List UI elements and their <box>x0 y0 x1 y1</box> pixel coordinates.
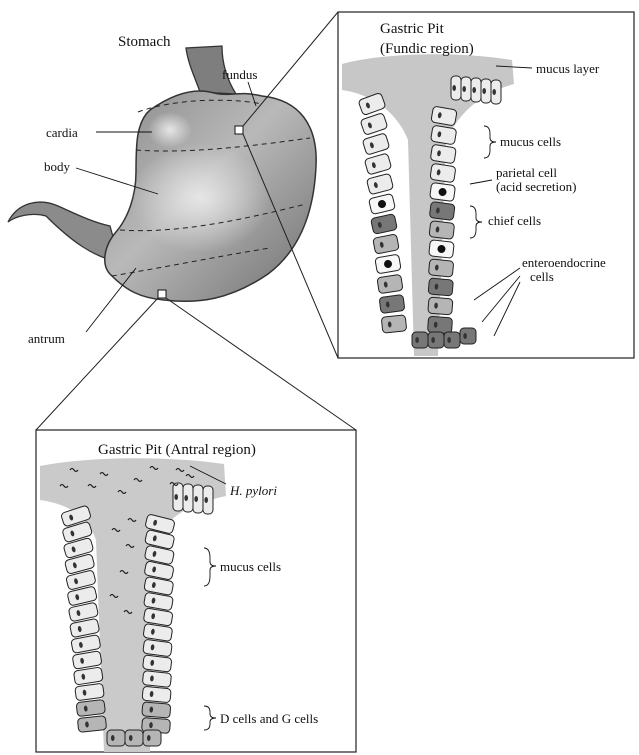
fundic-title-line1: Gastric Pit <box>380 20 444 38</box>
gastric-cell <box>430 144 456 164</box>
mucus-cell <box>203 486 213 514</box>
cardia-label: cardia <box>46 126 78 140</box>
gastric-cell <box>142 655 172 672</box>
gastric-cell <box>379 295 405 314</box>
enteroendocrine-cell <box>460 328 476 344</box>
parietal-cell <box>375 254 401 274</box>
mucus-cell <box>461 77 471 101</box>
mucus-cell <box>183 484 193 512</box>
antral-mucus-cells-label: mucus cells <box>220 560 281 574</box>
gastric-cell <box>381 315 407 333</box>
parietal-cell-label-line2: (acid secretion) <box>496 180 576 194</box>
fundic-sample-marker <box>235 126 243 134</box>
gastric-cell <box>427 316 452 334</box>
antrum-label: antrum <box>28 332 65 346</box>
gastric-cell <box>142 671 171 688</box>
antral-sample-marker <box>158 290 166 298</box>
enteroendocrine-cell <box>428 332 444 348</box>
body-label: body <box>44 160 70 174</box>
gastric-cell <box>428 278 453 296</box>
gastric-cell <box>77 716 106 733</box>
gastric-cell <box>377 274 403 293</box>
gastric-cell <box>142 702 171 718</box>
chief-cells-label: chief cells <box>488 214 541 228</box>
mucus-cell <box>193 485 203 513</box>
enteroendocrine-label-line1: enteroendocrine <box>522 256 606 270</box>
parietal-cell <box>430 182 456 201</box>
gastric-cell <box>76 699 105 716</box>
fundus-label: fundus <box>222 68 257 82</box>
g-cell <box>107 730 125 746</box>
h-pylori-label: H. pylori <box>230 484 277 498</box>
enteroendocrine-label-line2: cells <box>530 270 554 284</box>
enteroendocrine-cell <box>412 332 428 348</box>
fundic-mucus-cells-label: mucus cells <box>500 135 561 149</box>
parietal-cell-label-line1: parietal cell <box>496 166 557 180</box>
gastric-cell <box>429 221 455 240</box>
enteroendocrine-cell <box>444 332 460 348</box>
gastric-cell <box>142 686 171 703</box>
parietal-cell <box>429 240 455 258</box>
gastric-cell <box>430 125 456 145</box>
gastric-cell <box>429 202 455 221</box>
dg-cells-label: D cells and G cells <box>220 712 318 726</box>
mucus-cell <box>491 80 501 104</box>
mucus-cell <box>481 79 491 103</box>
mucus-cell <box>471 78 481 102</box>
gastric-cell <box>428 259 453 277</box>
antral-title: Gastric Pit (Antral region) <box>98 441 256 459</box>
gastric-cell <box>430 163 456 182</box>
fundic-title-line2: (Fundic region) <box>380 40 474 58</box>
gastric-cell <box>431 106 457 126</box>
mucus-cell <box>451 76 461 100</box>
gastric-cell <box>428 297 453 315</box>
mucus-layer-label: mucus layer <box>536 62 599 76</box>
stomach-title: Stomach <box>118 33 171 51</box>
g-cell <box>125 730 143 746</box>
g-cell <box>143 730 161 746</box>
mucus-cell <box>173 483 183 511</box>
